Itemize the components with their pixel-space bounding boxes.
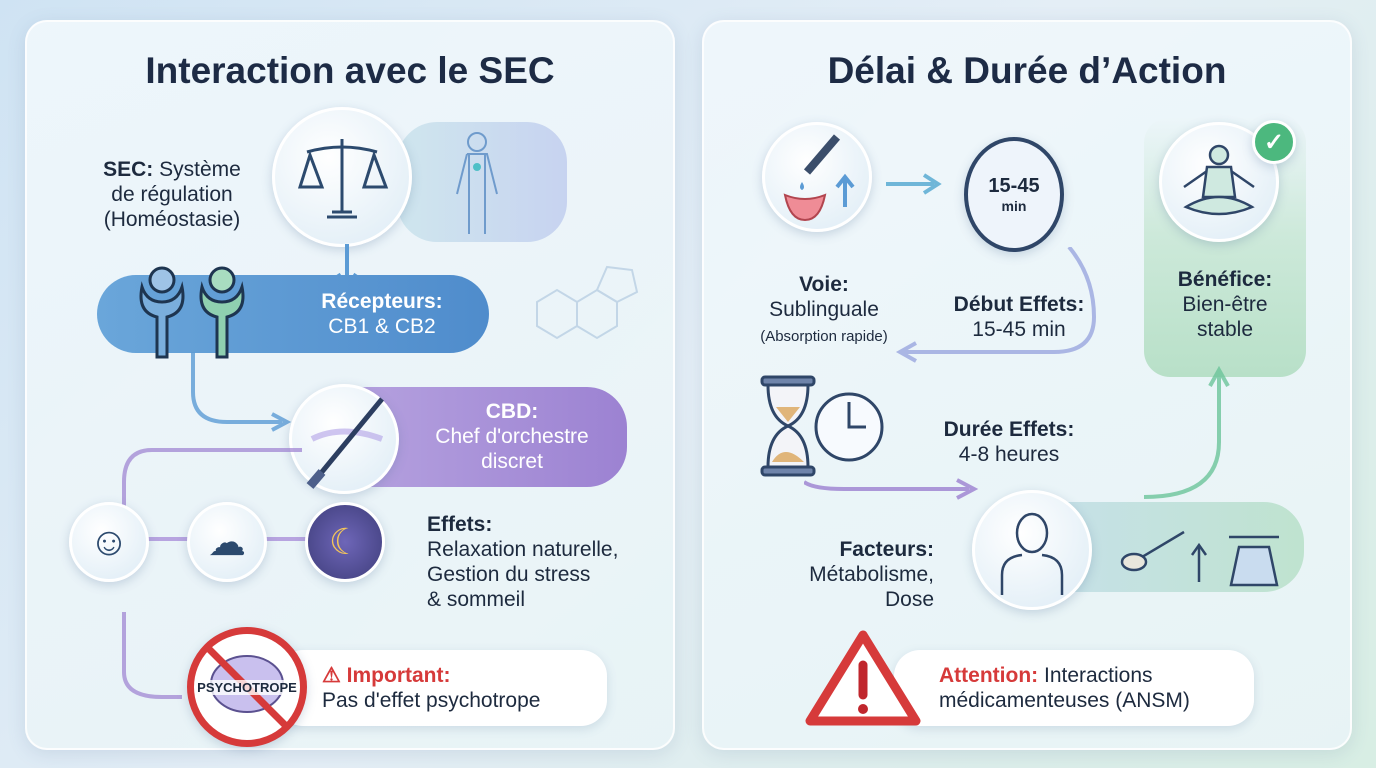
check-badge: ✓ [1252,120,1296,164]
voie-text: Voie: Sublinguale (Absorption rapide) [760,273,888,345]
meditation-person-icon [1183,144,1255,216]
balance-circle [272,107,412,247]
flow-arrow-back [895,247,1097,363]
person-circle [972,490,1092,610]
hourglass-clock-icon [760,375,884,477]
cloud-circle: ☁ [187,502,267,582]
sublingual-circle [762,122,872,232]
sec-description: SEC: Système de régulation (Homéostasie) [103,158,241,231]
panel-title: Interaction avec le SEC [145,50,555,91]
baton-circle [289,384,399,494]
attention-note: Attention: Interactions médicamenteuses … [894,650,1254,726]
checkmark-icon: ✓ [1263,128,1285,156]
human-body-icon [456,132,498,234]
moon-icon: ☾ [328,521,362,562]
warning-icon: ⚠ [322,664,341,687]
receptor-icons [139,266,245,359]
important-note: ⚠ Important: Pas d'effet psychotrope [277,650,607,726]
balance-scale-icon [297,139,389,219]
dropper-tongue-icon [783,134,855,222]
debut-text: Début Effets: 15-45 min [953,293,1085,341]
facteurs-text: Facteurs: Métabolisme, Dose [809,538,934,611]
flow-arrow [191,352,292,432]
flow-arrow-effects [122,448,302,699]
effects-text: Effets: Relaxation naturelle, Gestion du… [427,513,619,611]
stopwatch-value: 15-45 [988,175,1040,197]
stopwatch-unit: min [1001,198,1027,214]
moon-circle: ☾ [305,502,385,582]
body-pill [397,122,567,242]
flow-arrow-up [1144,365,1230,499]
stopwatch: 15-45 min [964,137,1064,252]
calm-face-circle: ☺ [69,502,149,582]
person-icon [1000,512,1064,595]
no-psychotrope-badge: PSYCHOTROPE [187,627,307,747]
cloud-icon: ☁ [208,521,246,564]
arrow-right-icon [886,173,942,195]
flow-arrow-right [804,478,979,500]
warning-triangle-icon [805,630,921,726]
spoon-scale-icons [1120,530,1279,587]
molecule-decoration [536,265,639,340]
panel-delay-duration: Délai & Durée d’Action 15-45 min Voie: S… [702,20,1352,750]
duree-text: Durée Effets: 4-8 heures [943,418,1075,466]
panel-sec-interaction: Interaction avec le SEC SEC: Système de … [25,20,675,750]
panel-title: Délai & Durée d’Action [827,50,1227,91]
conductor-baton-icon [306,397,384,489]
calm-face-icon: ☺ [88,519,130,564]
